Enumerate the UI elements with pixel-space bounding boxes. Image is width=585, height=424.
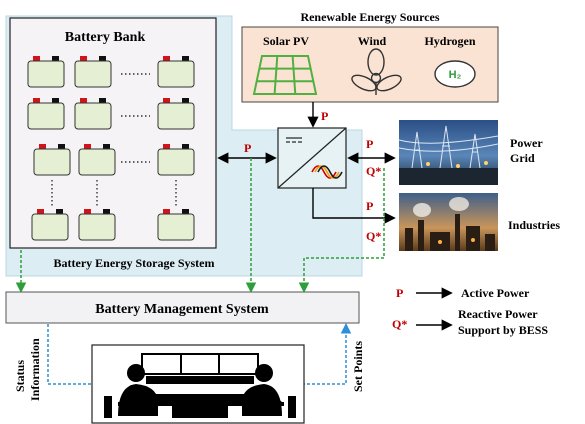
power-grid-label-line2: Grid <box>510 151 535 165</box>
flow-q-label-industries: Q* <box>366 229 381 243</box>
industries-label: Industries <box>508 218 560 232</box>
battery-cell-icon <box>157 209 195 241</box>
legend-label-active: Active Power <box>461 286 530 300</box>
industries-image <box>399 193 498 251</box>
battery-cell-icon <box>33 144 71 176</box>
battery-cell-icon <box>74 98 112 130</box>
battery-cell-icon <box>31 209 69 241</box>
converter-diagonal <box>277 127 347 189</box>
signal-grid-to-bms <box>298 168 385 293</box>
bess-label: Battery Energy Storage System <box>54 256 215 270</box>
bms-title: Battery Management System <box>95 302 269 317</box>
status-info-label-line1: Status <box>13 360 27 392</box>
ac-waveform-icon <box>311 165 343 179</box>
battery-cell-icon <box>78 144 116 176</box>
battery-cell-icon <box>27 56 65 88</box>
battery-bank-title: Battery Bank <box>65 30 146 45</box>
dc-symbol-icon <box>286 137 302 143</box>
signal-control-to-setpoints <box>302 323 352 385</box>
source-label-wind: Wind <box>358 34 387 48</box>
power-grid-label-line1: Power <box>510 136 543 150</box>
flow-q-label-grid: Q* <box>366 164 381 178</box>
legend-symbol-p: P <box>396 286 403 300</box>
battery-cells <box>27 56 195 241</box>
battery-cell-icon <box>78 209 116 241</box>
renewables-title: Renewable Energy Sources <box>300 10 439 24</box>
legend-label-reactive-line2: Support by BESS <box>458 323 548 337</box>
battery-cell-icon <box>157 98 195 130</box>
battery-cell-icon <box>74 56 112 88</box>
legend: P Active Power Q* Reactive Power Support… <box>392 286 548 337</box>
solar-panel-icon <box>252 55 318 95</box>
control-room-operators-icon <box>104 353 296 418</box>
source-label-solar: Solar PV <box>263 34 309 48</box>
flow-p-label-grid: P <box>366 137 373 151</box>
status-info-label-line2: Information <box>28 338 42 401</box>
flow-p-label-battery: P <box>244 141 251 155</box>
hydrogen-symbol: H₂ <box>449 69 462 81</box>
wind-turbine-icon <box>351 48 402 95</box>
bms-box <box>5 291 360 324</box>
signal-status-to-control <box>47 324 103 390</box>
source-label-hydrogen: Hydrogen <box>424 34 475 48</box>
legend-symbol-q: Q* <box>392 317 407 331</box>
battery-cell-icon <box>157 56 195 88</box>
set-points-label: Set Points <box>351 341 365 392</box>
flow-p-label-renewables: P <box>321 109 328 123</box>
flow-p-label-industries: P <box>366 199 373 213</box>
power-grid-image <box>398 120 499 185</box>
arrow-converter-industries <box>312 188 396 224</box>
legend-label-reactive-line1: Reactive Power <box>458 307 538 321</box>
battery-bank-box <box>9 17 217 249</box>
battery-cell-icon <box>27 98 65 130</box>
hydrogen-icon: H₂ <box>434 60 476 88</box>
battery-cell-icon <box>157 144 195 176</box>
